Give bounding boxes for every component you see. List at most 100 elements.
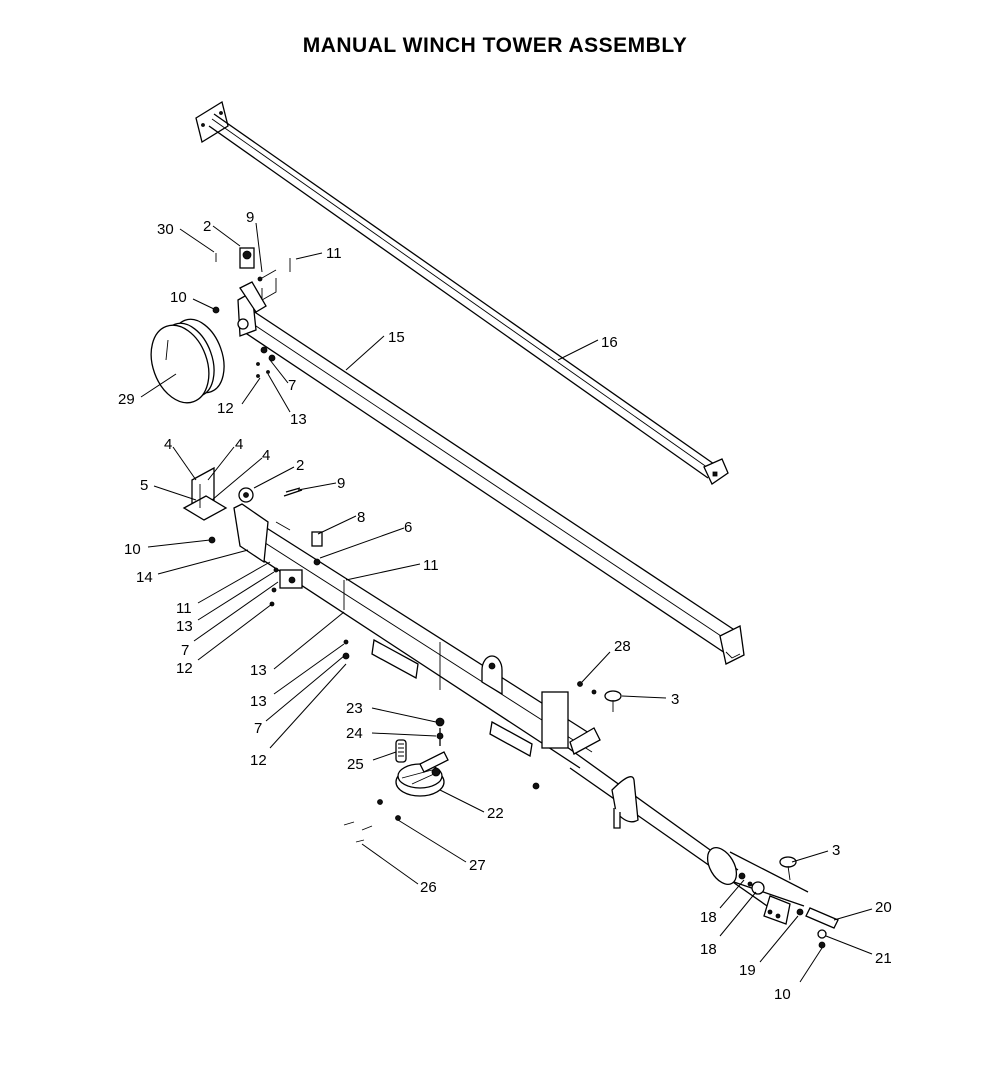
part-15-boom-arm [237, 278, 745, 665]
callout-2-upper: 2 [203, 218, 241, 247]
callout-11-mid: 11 [345, 557, 439, 581]
callout-4-a: 4 [164, 436, 197, 481]
callout-29: 29 [118, 373, 177, 408]
callout-22-label: 22 [487, 805, 504, 822]
callout-7-upper-label: 7 [288, 377, 296, 394]
callout-25: 25 [347, 751, 397, 773]
callout-16-label: 16 [601, 334, 618, 351]
callout-12-left: 12 [176, 603, 273, 677]
callout-30-label: 30 [157, 221, 174, 238]
callout-26-label: 26 [420, 879, 437, 896]
callout-3-upper: 3 [621, 691, 679, 708]
callout-8: 8 [317, 509, 365, 535]
callout-3-lower: 3 [791, 842, 840, 863]
callout-21-label: 21 [875, 950, 892, 967]
page-title: MANUAL WINCH TOWER ASSEMBLY [302, 34, 688, 57]
callout-2-lower-label: 2 [296, 457, 304, 474]
callout-13-upper-label: 13 [290, 411, 307, 428]
callout-11-left-label: 11 [176, 600, 192, 617]
callout-28: 28 [581, 638, 631, 683]
callout-22: 22 [439, 789, 504, 822]
callout-3-upper-label: 3 [671, 691, 679, 708]
part-29-pulley-wheel [150, 318, 249, 404]
callout-24: 24 [346, 725, 437, 742]
misc-fasteners [208, 487, 839, 949]
lower-main-boom [233, 487, 809, 925]
callout-6-label: 6 [404, 519, 412, 536]
callout-4-b-label: 4 [235, 436, 243, 453]
callout-6: 6 [319, 519, 412, 559]
callout-13-upper: 13 [267, 373, 307, 428]
callout-12-upper-label: 12 [217, 400, 234, 417]
callout-11-upper: 11 [295, 245, 342, 262]
callout-9-lower-label: 9 [337, 475, 345, 492]
callout-27-label: 27 [469, 857, 486, 874]
callout-10-lower-right-label: 10 [774, 986, 791, 1003]
callout-4-b: 4 [207, 436, 243, 481]
callout-11-upper-label: 11 [326, 245, 342, 262]
callout-20: 20 [833, 899, 892, 921]
callout-19: 19 [739, 915, 799, 979]
part-22-25-winch [343, 717, 449, 843]
callout-10-upper: 10 [170, 289, 215, 310]
callout-10-lower-right: 10 [774, 947, 823, 1003]
callout-4-a-label: 4 [164, 436, 172, 453]
callout-18-b-label: 18 [700, 941, 717, 958]
callout-27: 27 [397, 819, 486, 874]
callout-24-label: 24 [346, 725, 363, 742]
callout-2-lower: 2 [253, 457, 304, 489]
callout-12-mid-label: 12 [250, 752, 267, 769]
callout-13-mid1: 13 [250, 611, 345, 679]
callout-11-mid-label: 11 [423, 557, 439, 574]
callout-21: 21 [825, 935, 892, 967]
callout-29-label: 29 [118, 391, 135, 408]
callout-4-c: 4 [211, 447, 270, 501]
callout-30: 30 [157, 221, 215, 253]
callout-9-lower: 9 [297, 475, 345, 492]
callout-12-left-label: 12 [176, 660, 193, 677]
callout-12-upper: 12 [217, 377, 261, 417]
callout-13-mid2-label: 13 [250, 693, 267, 710]
callout-13-left-label: 13 [176, 618, 193, 635]
callout-10-lower: 10 [124, 539, 211, 558]
callout-11-left: 11 [176, 561, 271, 617]
part-16-upper-tube [195, 100, 729, 485]
callout-8-label: 8 [357, 509, 365, 526]
callout-14: 14 [136, 549, 249, 586]
callout-10-upper-label: 10 [170, 289, 187, 306]
callout-9-upper: 9 [246, 209, 263, 273]
callout-19-label: 19 [739, 962, 756, 979]
callout-18-a-label: 18 [700, 909, 717, 926]
callout-13-mid2: 13 [250, 643, 345, 710]
callout-18-b: 18 [700, 891, 757, 958]
callout-7-mid-label: 7 [254, 720, 262, 737]
callout-14-label: 14 [136, 569, 153, 586]
callout-10-lower-label: 10 [124, 541, 141, 558]
callout-5: 5 [140, 477, 197, 501]
callouts: 30 2 9 11 10 15 16 29 7 12 13 4 4 4 2 5 … [118, 209, 892, 1003]
callout-13-mid1-label: 13 [250, 662, 267, 679]
callout-28-label: 28 [614, 638, 631, 655]
callout-2-upper-label: 2 [203, 218, 211, 235]
callout-7-left: 7 [181, 581, 279, 659]
callout-23: 23 [346, 700, 437, 723]
upper-hardware [212, 247, 291, 378]
callout-5-label: 5 [140, 477, 148, 494]
callout-16: 16 [557, 334, 618, 361]
callout-12-mid: 12 [250, 663, 347, 769]
callout-3-lower-label: 3 [832, 842, 840, 859]
callout-4-c-label: 4 [262, 447, 270, 464]
callout-20-label: 20 [875, 899, 892, 916]
callout-15: 15 [345, 329, 405, 371]
callout-23-label: 23 [346, 700, 363, 717]
callout-7-mid: 7 [254, 655, 345, 737]
callout-18-a: 18 [700, 879, 745, 926]
callout-7-left-label: 7 [181, 642, 189, 659]
callout-25-label: 25 [347, 756, 364, 773]
callout-15-label: 15 [388, 329, 405, 346]
callout-9-upper-label: 9 [246, 209, 254, 226]
callout-13-left: 13 [176, 571, 275, 635]
callout-7-upper: 7 [269, 359, 296, 394]
callout-26: 26 [361, 843, 437, 896]
